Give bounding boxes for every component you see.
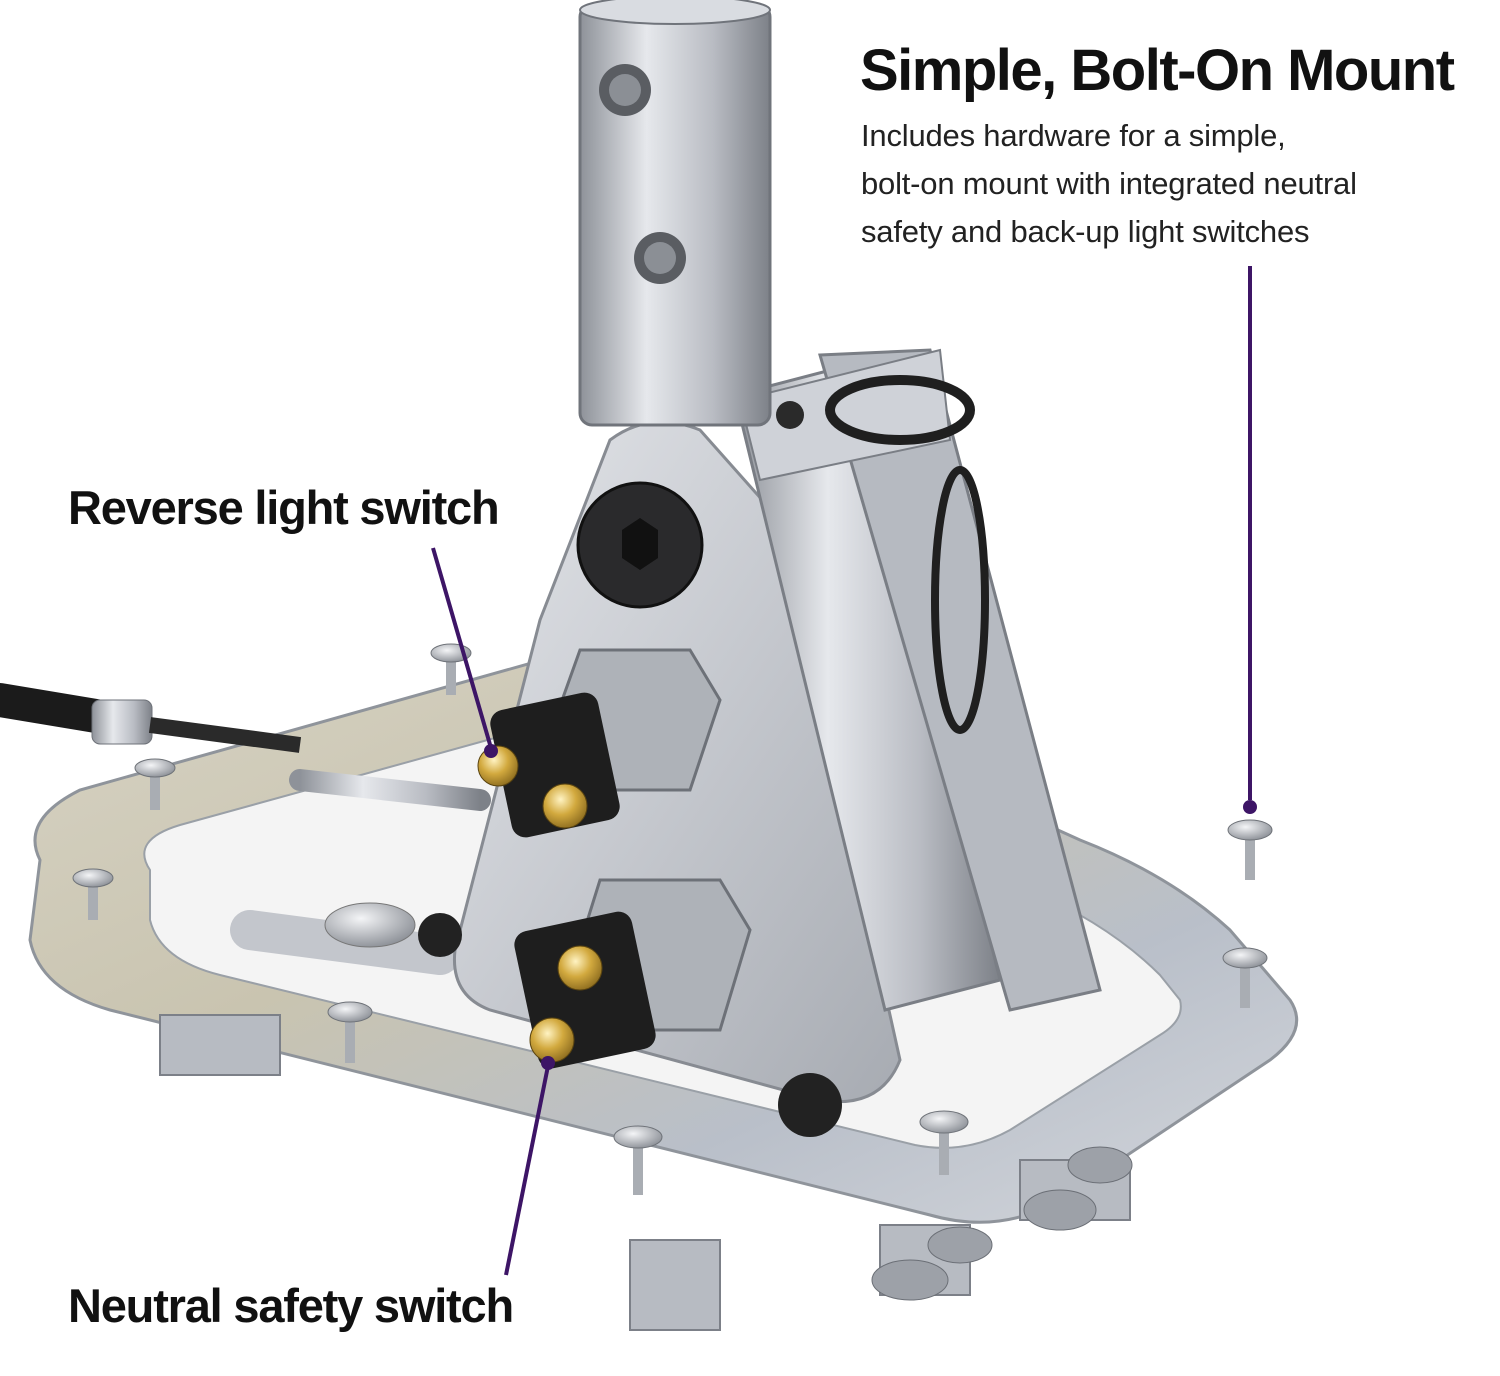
pivot-bolt-lower [778, 1073, 842, 1137]
reverse-switch [477, 648, 722, 838]
pivot-bolt-small [418, 913, 462, 957]
frame-screws [72, 643, 1273, 1195]
linkage [230, 769, 491, 975]
callout-pointers [431, 266, 1257, 1276]
neutral-pointer-dot [541, 1056, 555, 1070]
feature-title: Simple, Bolt-On Mount [860, 38, 1455, 103]
shift-stick [578, 0, 772, 427]
lever-arm [733, 348, 1102, 1012]
reverse-switch-label: Reverse light switch [68, 481, 500, 534]
shift-cable [0, 683, 302, 753]
mount-nuts [871, 1146, 1133, 1301]
description-line: Includes hardware for a simple, [861, 118, 1286, 153]
pivot-bolt [576, 481, 704, 609]
neutral-switch-label: Neutral safety switch [68, 1279, 514, 1332]
mount-pointer-dot [1243, 800, 1257, 814]
neutral-switch [514, 878, 752, 1069]
description-line: safety and back-up light switches [861, 214, 1310, 249]
reverse-pointer-dot [484, 744, 498, 758]
feature-description: Includes hardware for a simple, bolt-on … [861, 112, 1497, 256]
description-line: bolt-on mount with integrated neutral [861, 166, 1357, 201]
